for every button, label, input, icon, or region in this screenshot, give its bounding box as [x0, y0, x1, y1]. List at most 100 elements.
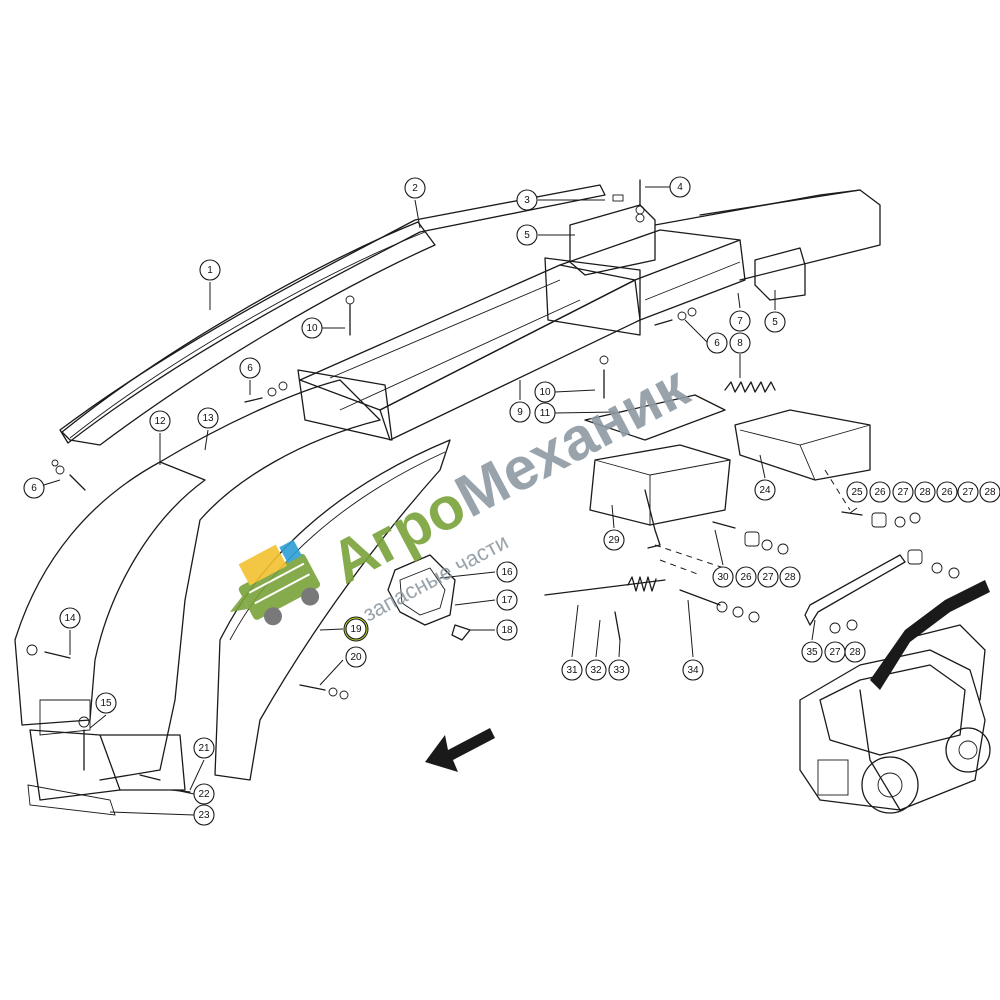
callout-circle	[729, 310, 751, 332]
callout-33: 33	[608, 659, 630, 681]
part-29-box	[589, 444, 731, 571]
callout-8: 8	[729, 332, 751, 354]
callout-label: 27	[762, 572, 774, 583]
callout-circle	[193, 804, 215, 826]
callout-27: 27	[757, 566, 779, 588]
part-31-34-rods	[544, 559, 721, 641]
callout-7: 7	[729, 310, 751, 332]
callout-circle	[345, 646, 367, 668]
callout-label: 31	[566, 665, 578, 676]
callout-label: 25	[851, 487, 863, 498]
callout-circle	[193, 783, 215, 805]
callout-6: 6	[706, 332, 728, 354]
callout-18: 18	[496, 619, 518, 641]
callout-30: 30	[712, 566, 734, 588]
callout-10: 10	[301, 317, 323, 339]
callout-6: 6	[239, 357, 261, 379]
callout-circle	[846, 481, 868, 503]
callout-11: 11	[534, 402, 556, 424]
callout-circle	[754, 479, 776, 501]
combine-harvester-icon	[229, 539, 321, 626]
callout-circle	[735, 566, 757, 588]
callout-label: 28	[984, 487, 996, 498]
callout-circle	[914, 481, 936, 503]
callout-label: 22	[198, 789, 210, 800]
callout-circle	[669, 176, 691, 198]
callout-circle	[779, 566, 801, 588]
callout-circle	[712, 566, 734, 588]
callout-circle	[149, 410, 171, 432]
callout-label: 28	[919, 487, 931, 498]
callout-circle	[23, 477, 45, 499]
leader-lines	[33, 186, 858, 816]
callout-circle	[869, 481, 891, 503]
callout-27: 27	[957, 481, 979, 503]
callout-circle	[801, 641, 823, 663]
callout-circle	[404, 177, 426, 199]
callout-label: 27	[962, 487, 974, 498]
callout-label: 28	[784, 572, 796, 583]
callout-circle	[95, 692, 117, 714]
callout-32: 32	[585, 659, 607, 681]
svg-text:АгроМеханик: АгроМеханик	[320, 352, 700, 597]
callout-label: 9	[517, 407, 523, 418]
callout-26: 26	[936, 481, 958, 503]
callout-circle	[534, 381, 556, 403]
callout-circle	[516, 189, 538, 211]
callout-10: 10	[534, 381, 556, 403]
callout-circle	[345, 618, 367, 640]
callout-34: 34	[682, 659, 704, 681]
callout-circle	[892, 481, 914, 503]
callout-35: 35	[801, 641, 823, 663]
direction-arrow-icon	[425, 728, 495, 772]
callout-circle	[979, 481, 1000, 503]
callout-28: 28	[979, 481, 1000, 503]
callout-label: 4	[677, 182, 683, 193]
callout-label: 3	[524, 195, 530, 206]
callout-label: 1	[207, 265, 213, 276]
callout-label: 14	[64, 613, 76, 624]
callout-9: 9	[509, 401, 531, 423]
callout-4: 4	[669, 176, 691, 198]
callout-circle	[757, 566, 779, 588]
callout-16: 16	[496, 561, 518, 583]
callout-24: 24	[754, 479, 776, 501]
callout-label: 24	[759, 485, 771, 496]
callout-circle	[509, 401, 531, 423]
callout-label: 28	[849, 647, 861, 658]
callout-label: 17	[501, 595, 513, 606]
callout-circle	[706, 332, 728, 354]
part-12-13-lower-spout	[14, 379, 381, 816]
callout-circle	[729, 332, 751, 354]
callout-label: 16	[501, 567, 513, 578]
callout-label: 32	[590, 665, 602, 676]
callout-19: 19	[345, 618, 367, 640]
callout-label: 19	[350, 624, 362, 635]
callout-label: 6	[31, 483, 37, 494]
forage-harvester-illustration	[799, 580, 991, 814]
part-24-box	[734, 409, 871, 511]
callout-25: 25	[846, 481, 868, 503]
hardware	[26, 179, 960, 793]
callout-label: 23	[198, 810, 210, 821]
part-1-curved-panel	[61, 221, 436, 446]
callout-label: 13	[202, 413, 214, 424]
callout-label: 15	[100, 698, 112, 709]
callout-label: 6	[247, 363, 253, 374]
callout-14: 14	[59, 607, 81, 629]
callout-label: 20	[350, 652, 362, 663]
callout-label: 33	[613, 665, 625, 676]
callout-circle	[301, 317, 323, 339]
callout-label: 26	[941, 487, 953, 498]
part-8-spring	[724, 381, 776, 393]
callout-circle	[844, 641, 866, 663]
callout-label: 18	[501, 625, 513, 636]
callout-3: 3	[516, 189, 538, 211]
callout-circle	[193, 737, 215, 759]
callout-label: 5	[524, 230, 530, 241]
callout-label: 26	[740, 572, 752, 583]
callout-circle	[561, 659, 583, 681]
callout-circle	[585, 659, 607, 681]
callout-27: 27	[824, 641, 846, 663]
